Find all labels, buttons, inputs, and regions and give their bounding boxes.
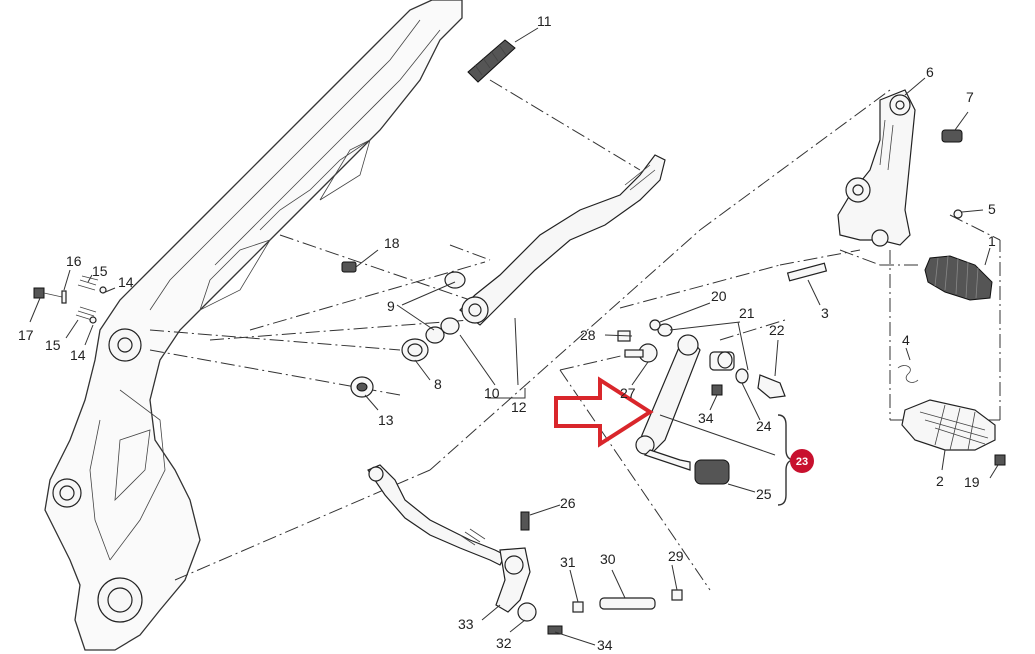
footpeg bbox=[897, 365, 1006, 466]
leader-lines bbox=[29, 27, 999, 646]
label-30: 30 bbox=[600, 551, 616, 567]
label-33: 33 bbox=[458, 616, 474, 632]
label-27: 27 bbox=[620, 385, 636, 401]
label-15-top: 15 bbox=[92, 263, 108, 279]
label-5: 5 bbox=[988, 201, 996, 217]
label-29: 29 bbox=[668, 548, 684, 564]
footpeg-rubber bbox=[924, 255, 993, 301]
bushings bbox=[350, 271, 466, 398]
label-28: 28 bbox=[580, 327, 596, 343]
highlight-arrow bbox=[554, 376, 654, 448]
label-11: 11 bbox=[537, 13, 552, 29]
footpeg-bracket bbox=[786, 89, 963, 282]
label-17: 17 bbox=[18, 327, 34, 343]
label-7: 7 bbox=[966, 89, 974, 105]
label-1: 1 bbox=[988, 233, 996, 249]
part-18-screw bbox=[341, 249, 379, 273]
label-25-right: 25 bbox=[756, 486, 772, 502]
label-26: 26 bbox=[560, 495, 576, 511]
label-34-bottom: 34 bbox=[597, 637, 613, 653]
label-13: 13 bbox=[378, 412, 394, 428]
label-22: 22 bbox=[769, 322, 785, 338]
part-11-pad bbox=[467, 39, 516, 83]
part-23-badge-label: 23 bbox=[796, 456, 808, 468]
part-labels: 11 6 7 5 1 3 4 2 19 18 9 8 10 12 13 16 1… bbox=[18, 13, 996, 653]
label-16: 16 bbox=[66, 253, 82, 269]
label-19: 19 bbox=[964, 474, 980, 490]
group-bracket-23 bbox=[777, 414, 795, 506]
label-31: 31 bbox=[560, 554, 576, 570]
label-34-top: 34 bbox=[698, 410, 714, 426]
label-14-top: 14 bbox=[118, 274, 134, 290]
brake-lever bbox=[459, 154, 666, 326]
label-8: 8 bbox=[434, 376, 442, 392]
label-18: 18 bbox=[384, 235, 400, 251]
label-21: 21 bbox=[739, 305, 755, 321]
label-14-bottom: 14 bbox=[70, 347, 86, 363]
small-hardware-left bbox=[33, 275, 107, 324]
label-2: 2 bbox=[936, 473, 944, 489]
shift-linkage bbox=[367, 464, 683, 635]
label-15-bottom: 15 bbox=[45, 337, 61, 353]
label-6: 6 bbox=[926, 64, 934, 80]
label-10: 10 bbox=[484, 385, 500, 401]
label-9: 9 bbox=[387, 298, 395, 314]
part-23-badge bbox=[790, 449, 814, 473]
label-3: 3 bbox=[821, 305, 829, 321]
label-24: 24 bbox=[756, 418, 772, 434]
frame-plate bbox=[44, 0, 463, 651]
label-12: 12 bbox=[511, 399, 527, 415]
label-32: 32 bbox=[496, 635, 512, 651]
label-20: 20 bbox=[711, 288, 727, 304]
label-4: 4 bbox=[902, 332, 910, 348]
shift-lever-assembly bbox=[617, 319, 786, 485]
